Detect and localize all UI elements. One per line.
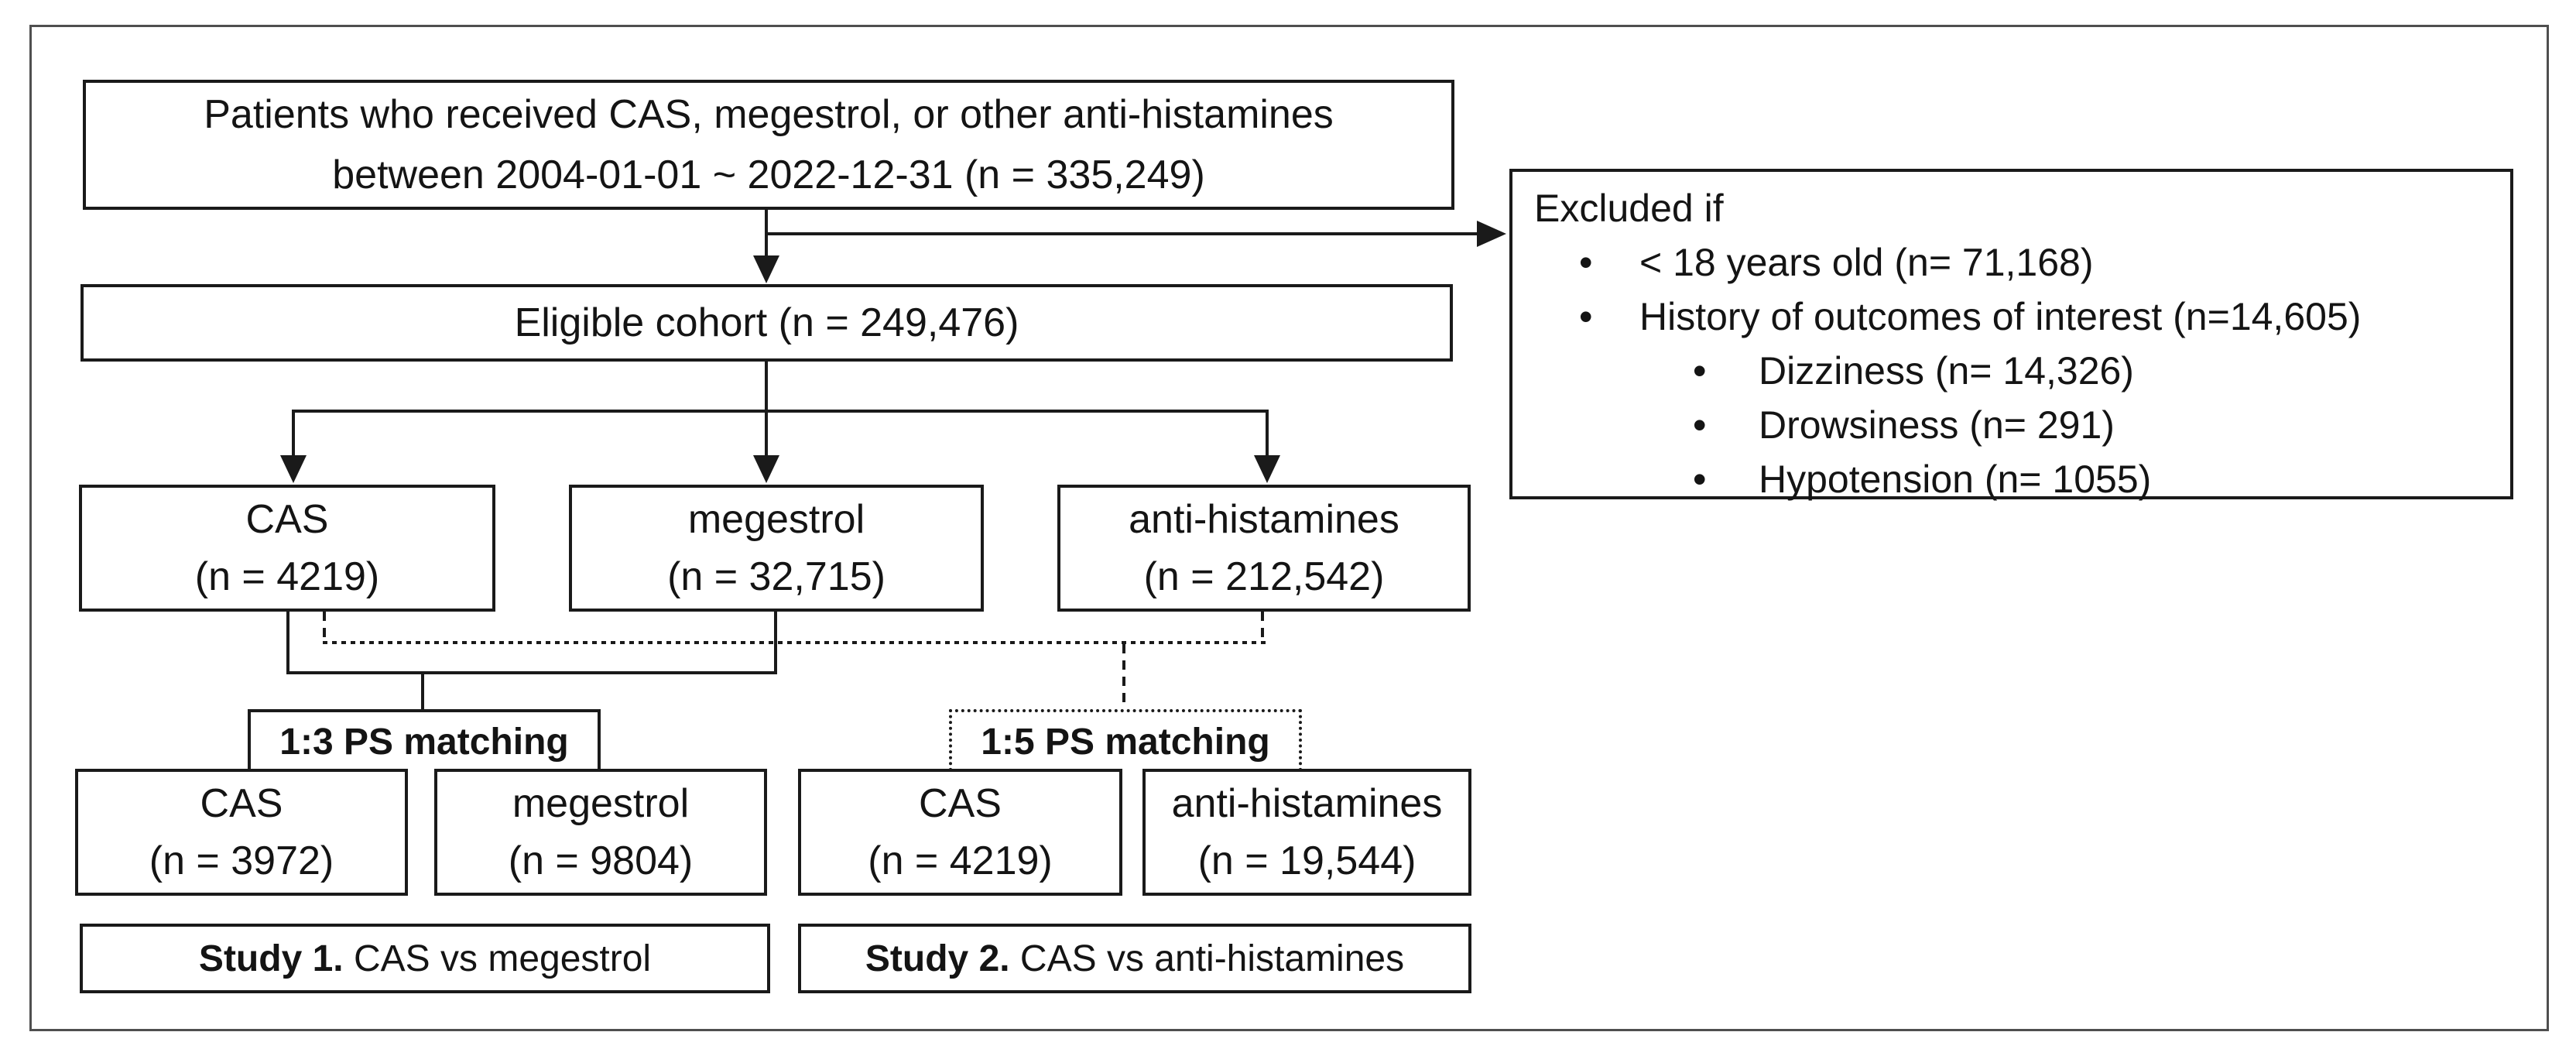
connector-eligible-down-line (765, 362, 768, 411)
bracket-study2-horizontal-dotted-line (323, 641, 1266, 644)
cohort-antihistamines-count: (n = 212,542) (1143, 554, 1385, 599)
matched-box-cas-study2: CAS (n = 4219) (798, 769, 1122, 896)
excluded-item: • History of outcomes of interest (n=14,… (1579, 290, 2502, 344)
bullet-icon: • (1693, 349, 1707, 393)
excluded-criteria-box: Excluded if • < 18 years old (n= 71,168)… (1509, 169, 2513, 501)
cohort-cas-name: CAS (245, 497, 329, 542)
bracket-study2-right-dashed-line (1261, 612, 1264, 644)
connector-distribution-line (292, 410, 1269, 413)
bullet-icon: • (1693, 458, 1707, 501)
cohort-box-cas: CAS (n = 4219) (79, 485, 495, 612)
study-2-box: Study 2. CAS vs anti-histamines (798, 924, 1471, 993)
excluded-title: Excluded if (1534, 187, 1724, 230)
bracket-study2-left-dashed-line (323, 612, 326, 644)
bracket-study1-drop-line (421, 674, 424, 711)
excluded-subitem-text: Drowsiness (n= 291) (1759, 403, 2115, 447)
ps-matching-1-5-label: 1:5 PS matching (949, 709, 1302, 771)
connector-to-megestrol-line (765, 410, 768, 459)
excluded-item: • < 18 years old (n= 71,168) (1579, 235, 2502, 290)
bullet-icon: • (1579, 241, 1593, 284)
source-patients-line2: between 2004-01-01 ~ 2022-12-31 (n = 335… (332, 153, 1205, 197)
source-patients-box: Patients who received CAS, megestrol, or… (83, 80, 1454, 210)
cohort-megestrol-name: megestrol (687, 497, 865, 542)
eligible-cohort-text: Eligible cohort (n = 249,476) (514, 300, 1019, 345)
cohort-cas-count: (n = 4219) (194, 554, 380, 599)
study-1-box: Study 1. CAS vs megestrol (80, 924, 770, 993)
bracket-study2-drop-dashed-line (1122, 644, 1125, 711)
arrowhead-into-megestrol-icon (753, 455, 779, 483)
cohort-box-megestrol: megestrol (n = 32,715) (569, 485, 984, 612)
excluded-subitem-text: Hypotension (n= 1055) (1759, 458, 2152, 501)
matched-box-antihistamines: anti-histamines (n = 19,544) (1142, 769, 1471, 896)
cohort-box-antihistamines: anti-histamines (n = 212,542) (1057, 485, 1471, 612)
bullet-icon: • (1579, 295, 1593, 338)
connector-branch-to-excluded-line (766, 232, 1477, 235)
bullet-icon: • (1693, 403, 1707, 447)
matched-box-cas-study1: CAS (n = 3972) (75, 769, 408, 896)
arrowhead-into-excluded-icon (1477, 221, 1506, 247)
excluded-subitem: • Hypotension (n= 1055) (1693, 452, 2502, 506)
matched-box-megestrol: megestrol (n = 9804) (434, 769, 767, 896)
arrowhead-into-antihistamines-icon (1254, 455, 1280, 483)
study-2-label: Study 2. CAS vs anti-histamines (865, 938, 1405, 979)
excluded-subitem: • Dizziness (n= 14,326) (1693, 344, 2502, 398)
bracket-study1-horizontal-line (286, 671, 777, 674)
cohort-megestrol-count: (n = 32,715) (667, 554, 886, 599)
ps-matching-1-3-label: 1:3 PS matching (248, 709, 601, 771)
excluded-item-text: History of outcomes of interest (n=14,60… (1639, 295, 2362, 338)
connector-to-cas-line (292, 410, 295, 459)
source-patients-line1: Patients who received CAS, megestrol, or… (204, 92, 1334, 137)
excluded-subitem-text: Dizziness (n= 14,326) (1759, 349, 2134, 393)
arrowhead-into-eligible-icon (753, 255, 779, 283)
excluded-subitem: • Drowsiness (n= 291) (1693, 398, 2502, 452)
connector-to-antihistamines-line (1266, 410, 1269, 459)
eligible-cohort-box: Eligible cohort (n = 249,476) (80, 284, 1453, 362)
cohort-antihistamines-name: anti-histamines (1129, 497, 1399, 542)
study-1-label: Study 1. CAS vs megestrol (198, 938, 652, 979)
excluded-item-text: < 18 years old (n= 71,168) (1639, 241, 2094, 284)
arrowhead-into-cas-icon (280, 455, 307, 483)
bracket-study1-left-line (286, 612, 289, 674)
